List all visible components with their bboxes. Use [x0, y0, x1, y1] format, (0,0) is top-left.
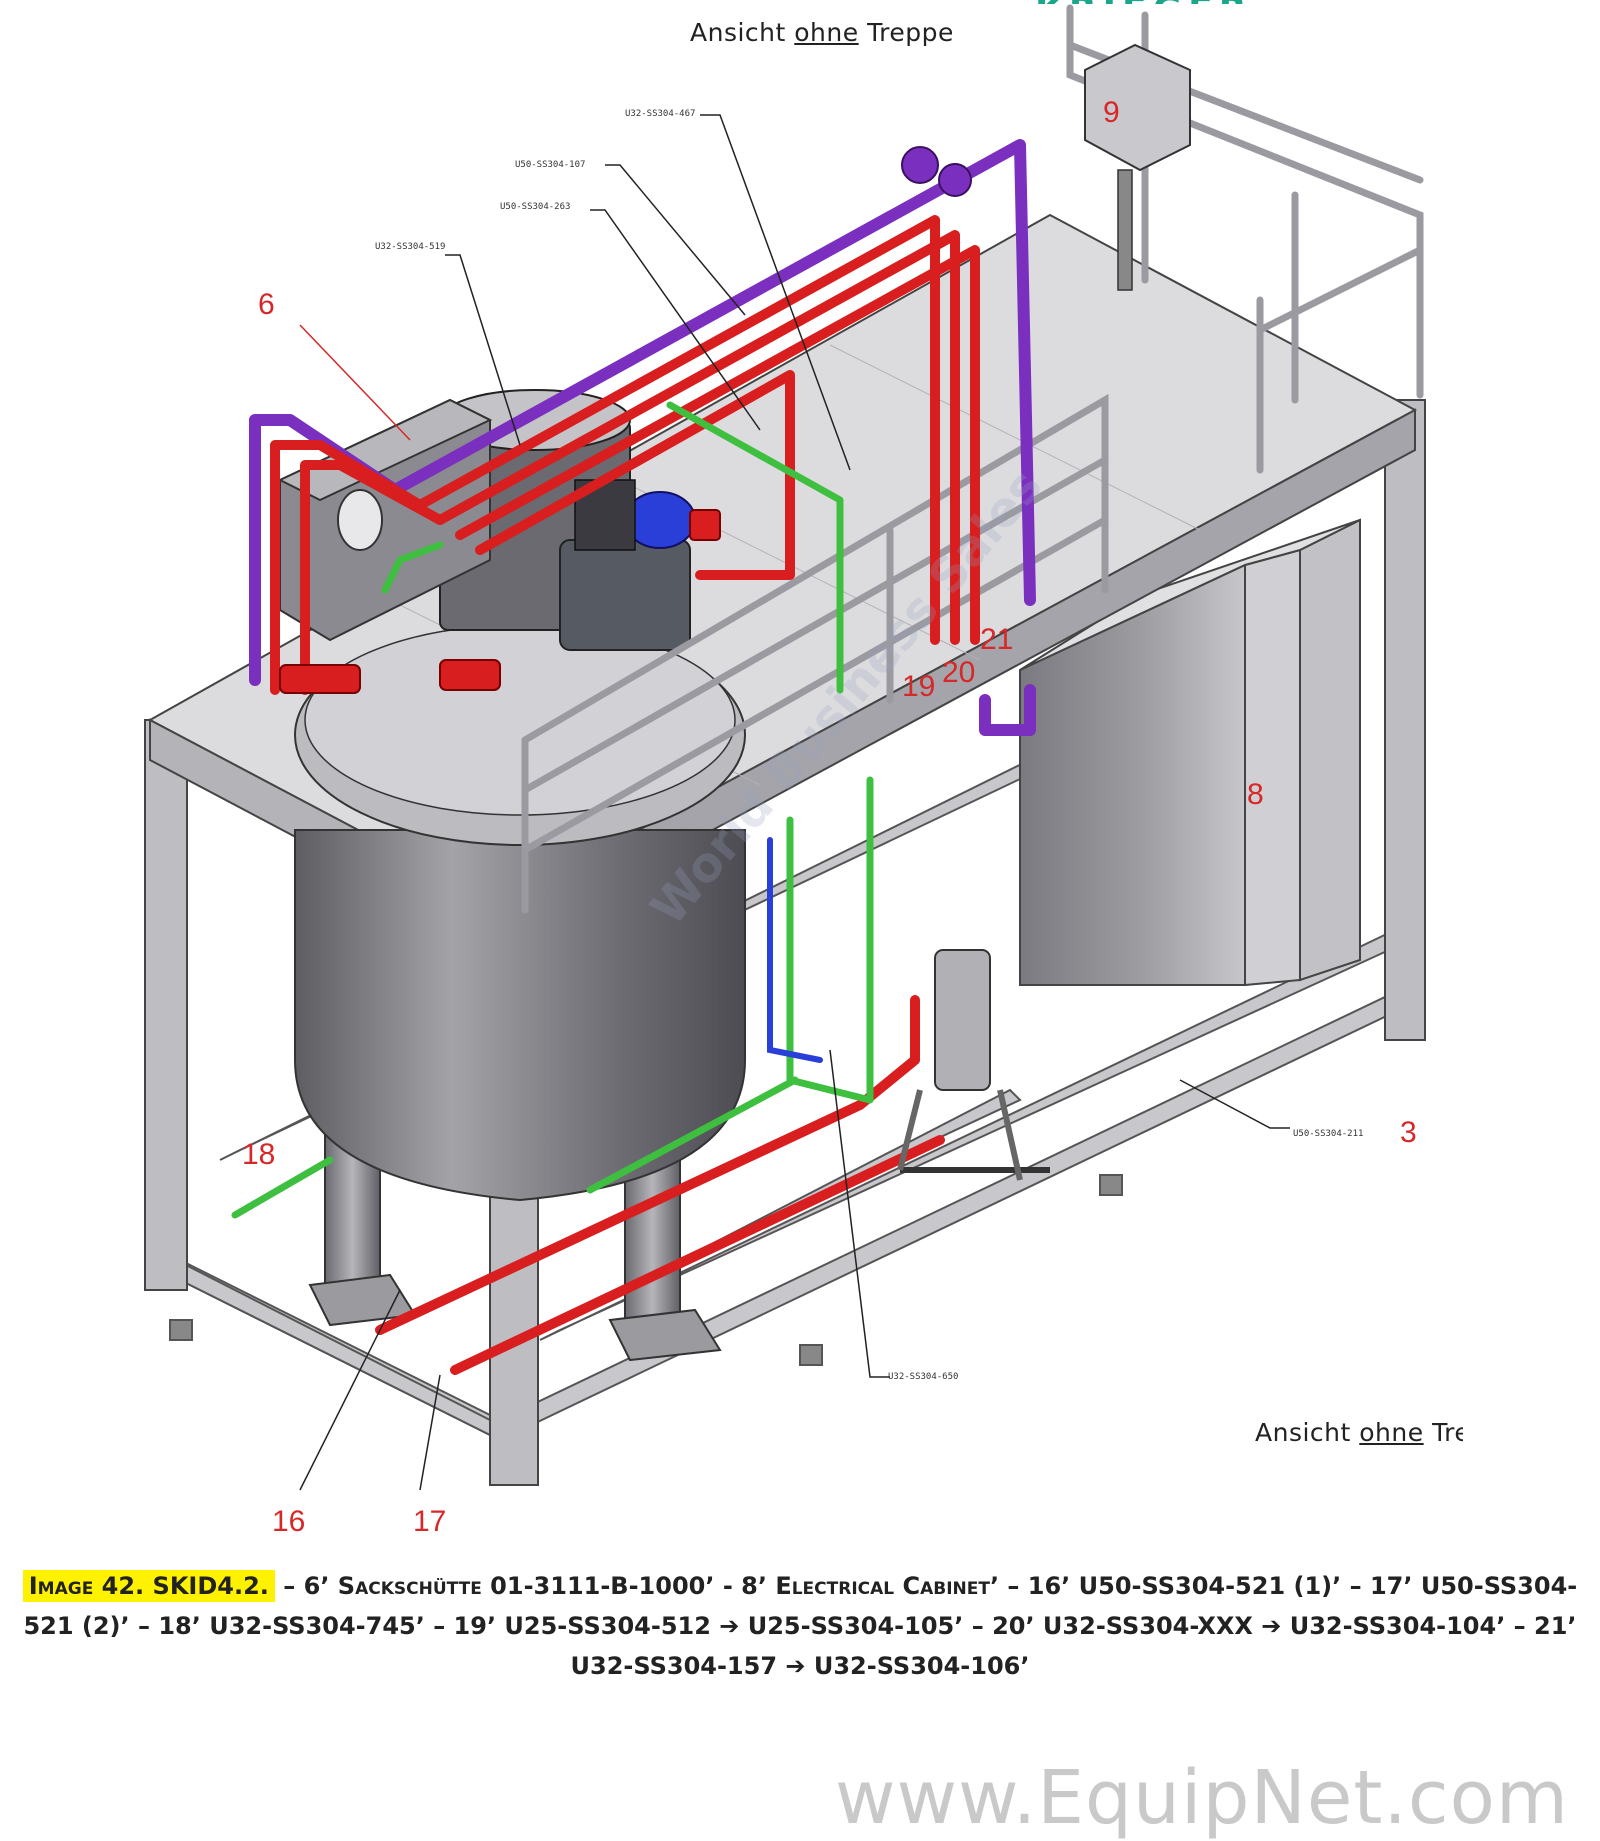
callout-3: 3	[1400, 1116, 1417, 1149]
filter-unit	[897, 949, 1050, 1181]
pipe-tag: U32-SS304-650	[888, 1372, 959, 1382]
equipnet-watermark: www.EquipNet.com	[835, 1755, 1569, 1841]
handrails	[521, 4, 1424, 914]
callout-21: 21	[980, 623, 1014, 656]
electrical-cabinet	[1019, 518, 1361, 987]
pipe-tag: U50-SS304-107	[515, 160, 586, 170]
callout-16: 16	[272, 1505, 306, 1538]
figure-caption: Image 42. SKID4.2. – 6’ Sackschütte 01-3…	[14, 1566, 1586, 1686]
pipes-blue	[767, 837, 823, 1063]
pipe-tag: U50-SS304-263	[500, 202, 571, 212]
brand-logo-partial: KRIEGER	[1035, 0, 1252, 4]
callout-18: 18	[242, 1138, 276, 1171]
purple-valve	[901, 146, 972, 197]
skid-drawing	[144, 4, 1426, 1491]
caption-text: – 6’ Sackschütte 01-3111-B-1000’ - 8’ El…	[23, 1572, 1578, 1680]
callout-9: 9	[1103, 96, 1120, 129]
callout-17: 17	[413, 1505, 447, 1538]
pipes-green	[231, 401, 874, 1219]
view-title-top: Ansicht ohne Treppe	[690, 18, 954, 47]
pipe-tag: U32-SS304-467	[625, 109, 696, 119]
pipe-tag: U32-SS304-519	[375, 242, 446, 252]
pipe-tag: U50-SS304-211	[1293, 1129, 1364, 1139]
callout-8: 8	[1247, 778, 1264, 811]
red-fittings	[279, 509, 721, 694]
frame-columns	[144, 399, 1426, 1486]
caption-label: Image 42. SKID4.2.	[22, 1570, 275, 1602]
callout-6: 6	[258, 288, 275, 321]
leader-lines	[299, 114, 1290, 1491]
control-box	[1084, 43, 1191, 291]
view-title-bottom: Ansicht ohne Trep	[1255, 1418, 1463, 1447]
callout-19: 19	[902, 670, 936, 703]
callout-20: 20	[942, 656, 976, 689]
